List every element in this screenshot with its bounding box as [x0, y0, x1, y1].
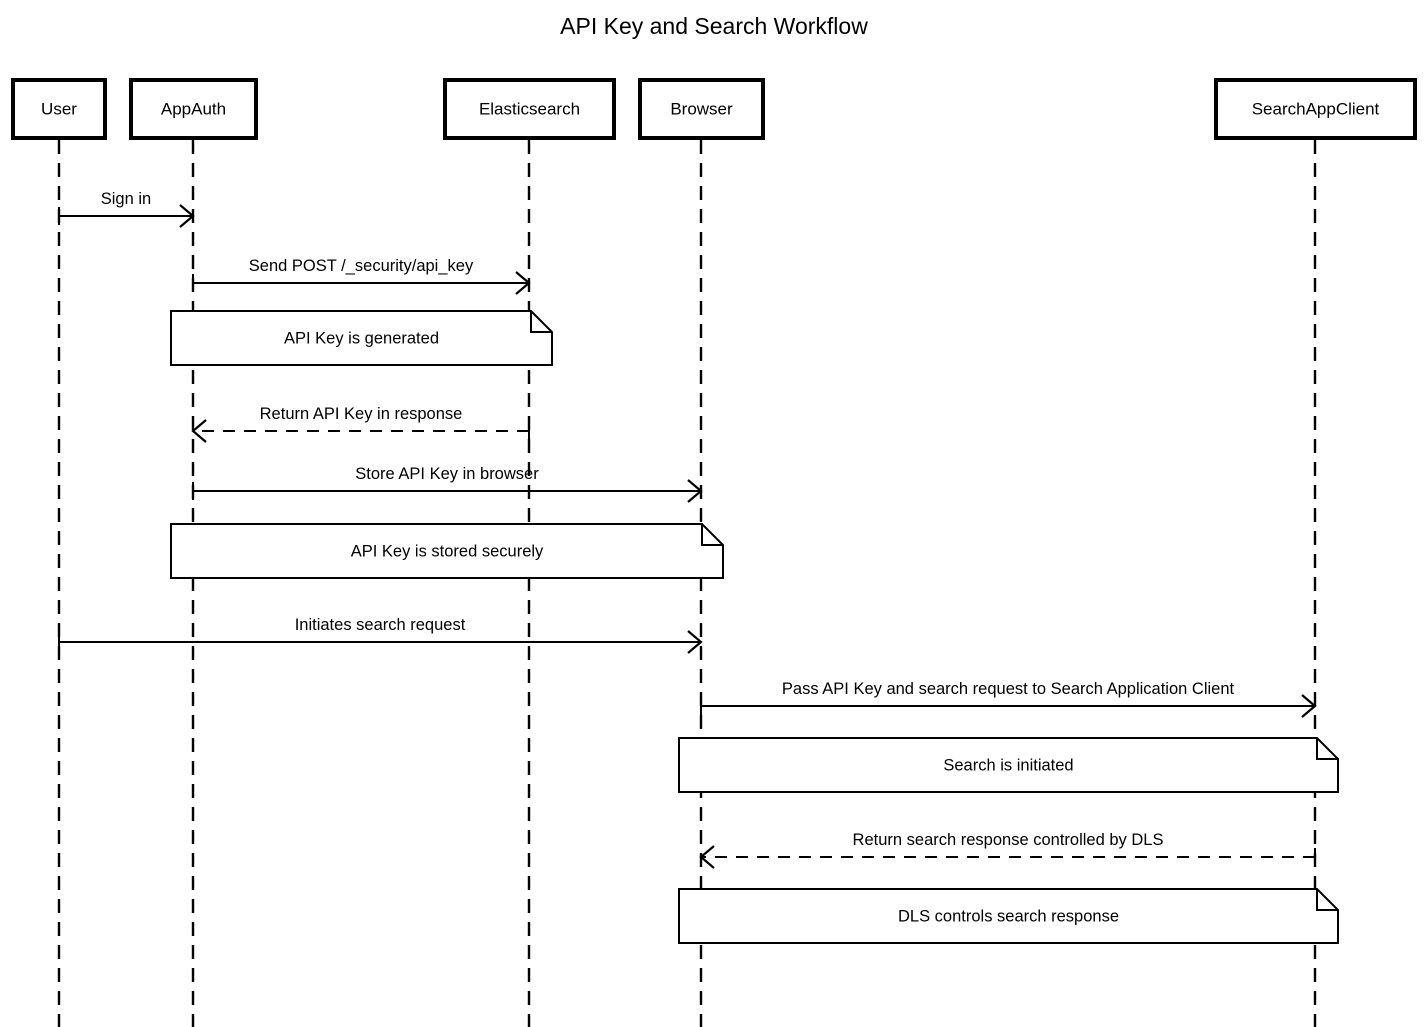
note-n3: Search is initiated: [678, 737, 1339, 793]
note-box-n3: [678, 737, 1339, 793]
message-label-m4: Store API Key in browser: [355, 465, 539, 483]
participant-label-elastic: Elasticsearch: [479, 99, 580, 118]
message-m2: Send POST /_security/api_key: [192, 257, 531, 295]
note-label-n2: API Key is stored securely: [351, 542, 544, 560]
message-label-m1: Sign in: [101, 190, 151, 208]
message-m4: Store API Key in browser: [192, 465, 703, 503]
participant-box-searchapp: [1214, 78, 1417, 140]
note-n1: API Key is generated: [170, 310, 553, 366]
message-label-m3: Return API Key in response: [260, 405, 463, 423]
participant-box-appauth: [129, 78, 258, 140]
note-label-n1: API Key is generated: [284, 329, 439, 347]
message-m6: Pass API Key and search request to Searc…: [700, 680, 1317, 718]
note-label-n3: Search is initiated: [943, 756, 1073, 774]
participant-appauth[interactable]: AppAuth: [129, 78, 258, 140]
participant-elastic[interactable]: Elasticsearch: [443, 78, 616, 140]
message-arrowhead-m6: [1301, 694, 1317, 718]
participants-layer: User AppAuth Elasticsearch Browser SearchApp…: [11, 78, 1417, 140]
note-box-n1: [170, 310, 553, 366]
participant-label-searchapp: SearchAppClient: [1252, 99, 1380, 118]
participant-box-elastic: [443, 78, 616, 140]
participant-label-browser: Browser: [670, 99, 733, 118]
participant-label-user: User: [41, 99, 77, 118]
participant-user[interactable]: User: [11, 78, 107, 140]
page-title: API Key and Search Workflow: [560, 13, 868, 39]
message-arrowhead-m3: [191, 419, 207, 443]
message-arrowhead-m4: [687, 479, 703, 503]
message-m1: Sign in: [58, 190, 195, 228]
message-arrowhead-m5: [687, 630, 703, 654]
message-label-m6: Pass API Key and search request to Searc…: [782, 680, 1235, 698]
message-label-m7: Return search response controlled by DLS: [853, 831, 1164, 849]
messages-layer: Sign in Send POST /_security/api_keyRetur…: [58, 190, 1317, 869]
message-label-m2: Send POST /_security/api_key: [249, 257, 474, 275]
message-m7: Return search response controlled by DLS: [699, 831, 1316, 869]
note-box-n2: [170, 523, 724, 579]
note-n4: DLS controls search response: [678, 888, 1339, 944]
participant-label-appauth: AppAuth: [161, 99, 226, 118]
note-n2: API Key is stored securely: [170, 523, 724, 579]
note-box-n4: [678, 888, 1339, 944]
note-fold-corner-n1: [530, 311, 552, 333]
message-arrowhead-m7: [699, 845, 715, 869]
message-arrowhead-m1: [179, 204, 195, 228]
note-fold-corner-n2: [701, 524, 723, 546]
note-fold-corner-n4: [1316, 889, 1338, 911]
message-m3: Return API Key in response: [191, 405, 530, 443]
message-arrowhead-m2: [515, 271, 531, 295]
message-m5: Initiates search request: [58, 616, 703, 654]
participant-browser[interactable]: Browser: [638, 78, 765, 140]
note-fold-corner-n3: [1316, 738, 1338, 760]
participant-box-browser: [638, 78, 765, 140]
participant-searchapp[interactable]: SearchAppClient: [1214, 78, 1417, 140]
note-label-n4: DLS controls search response: [898, 907, 1119, 925]
participant-box-user: [11, 78, 107, 140]
message-label-m5: Initiates search request: [295, 616, 466, 634]
